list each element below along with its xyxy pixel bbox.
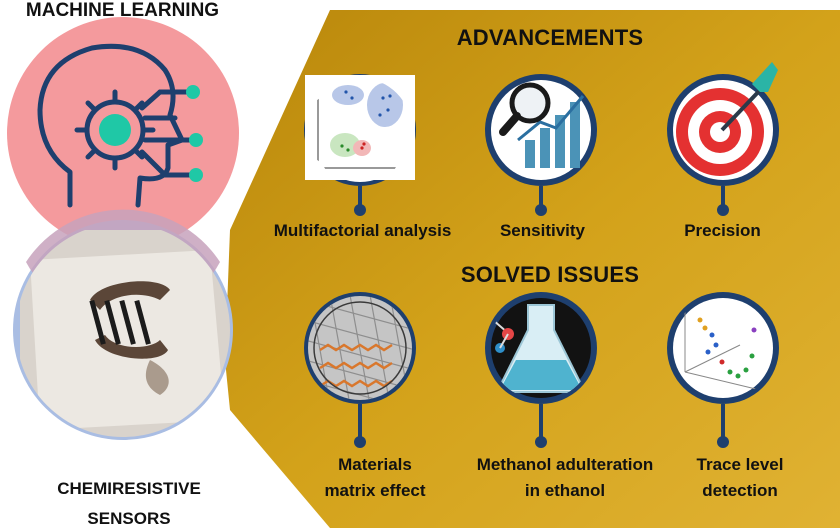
label-line: in ethanol [524, 481, 606, 500]
head-gear-icon [37, 43, 193, 208]
title-line: SENSORS [87, 509, 171, 528]
connector-dot [717, 436, 729, 448]
magnifier-bar-chart-icon [491, 80, 591, 180]
label-line: detection [702, 481, 778, 500]
sensor-photo [20, 230, 230, 437]
advancement-label-multifactorial: Multifactorial analysis [273, 221, 452, 240]
title-line: CHEMIRESISTIVE [57, 479, 201, 498]
advancement-label-sensitivity: Sensitivity [499, 221, 586, 240]
connector-line [539, 186, 543, 208]
connector-line [539, 404, 543, 438]
connector-dot [354, 436, 366, 448]
issue-label-methanol-adulteration: Methanol adulteration in ethanol [450, 452, 680, 504]
connector-line [721, 404, 725, 438]
node-dot [189, 168, 203, 182]
issue-label-trace-level: Trace level detection [675, 452, 805, 504]
connector-dot [354, 204, 366, 216]
label-line: Materials [338, 455, 412, 474]
connector-line [358, 404, 362, 438]
node-dot [186, 85, 200, 99]
advancement-label-precision: Precision [684, 221, 761, 240]
machine-learning-title: MACHINE LEARNING [25, 0, 220, 21]
node-dot [189, 133, 203, 147]
solved-issues-heading: SOLVED ISSUES [460, 262, 640, 287]
3d-scatter-plot-icon [673, 298, 773, 398]
gear-core [99, 114, 131, 146]
issue-label-materials-matrix: Materials matrix effect [300, 452, 450, 504]
connector-dot [717, 204, 729, 216]
connector-line [721, 186, 725, 208]
label-line: Trace level [696, 455, 784, 474]
connector-line [358, 186, 362, 208]
chemiresistive-sensors-title: CHEMIRESISTIVE SENSORS [14, 474, 244, 528]
pca-scatter-plot-icon [305, 75, 415, 182]
graphene-lattice-icon [308, 296, 412, 400]
label-line: matrix effect [324, 481, 426, 500]
connector-dot [535, 204, 547, 216]
advancements-heading: ADVANCEMENTS [456, 25, 644, 50]
connector-dot [535, 436, 547, 448]
label-line: Methanol adulteration [476, 455, 654, 474]
target-dart-icon [673, 62, 778, 180]
